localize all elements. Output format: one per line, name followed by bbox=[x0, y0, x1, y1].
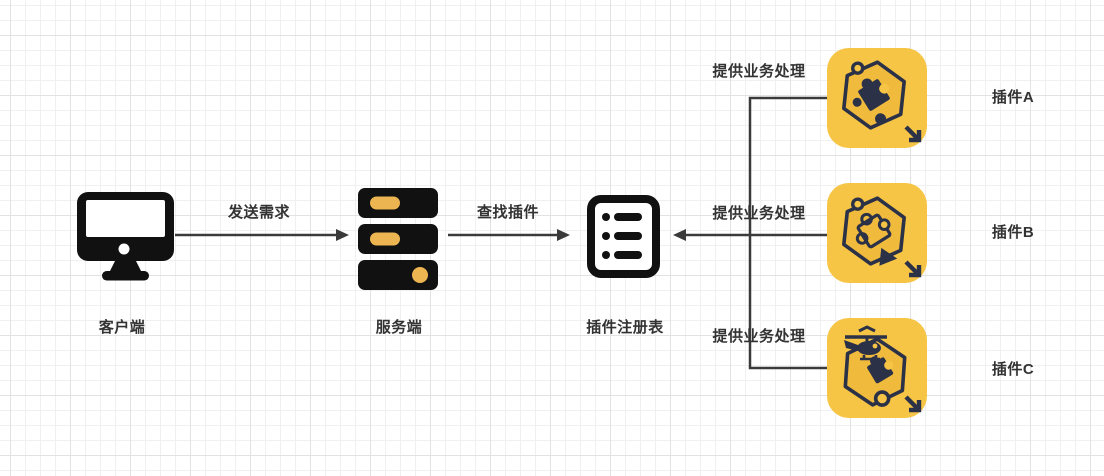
helicopter-puzzle-icon bbox=[843, 325, 922, 413]
server-label: 服务端 bbox=[375, 319, 423, 336]
edge-label-send-request: 发送需求 bbox=[227, 204, 291, 221]
registry-label: 插件注册表 bbox=[586, 319, 664, 336]
edge-label-provide-service-b: 提供业务处理 bbox=[712, 205, 806, 222]
edge-label-find-plugin: 查找插件 bbox=[476, 204, 540, 221]
helicopter-glyph bbox=[844, 325, 887, 361]
plugin-a-node bbox=[827, 48, 927, 148]
client-label: 客户端 bbox=[98, 319, 146, 336]
edge-plugin-branch bbox=[748, 96, 827, 370]
arrowhead-to-server bbox=[336, 229, 349, 241]
edge-label-provide-service-c: 提供业务处理 bbox=[712, 328, 806, 345]
list-registry-icon bbox=[587, 195, 660, 278]
registry-node bbox=[587, 195, 660, 283]
client-node bbox=[77, 192, 174, 287]
server-node bbox=[358, 188, 438, 295]
plugin-a-label: 插件A bbox=[991, 89, 1035, 106]
plugin-b-label: 插件B bbox=[991, 224, 1035, 241]
arrowhead-to-registry bbox=[557, 229, 570, 241]
computer-monitor-icon bbox=[77, 192, 174, 281]
plugin-c-node bbox=[827, 318, 927, 418]
server-stack-icon bbox=[358, 188, 438, 290]
edge-label-provide-service-a: 提供业务处理 bbox=[712, 63, 806, 80]
arrowhead-to-registry-left bbox=[673, 229, 686, 241]
hexagon-puzzle-icon bbox=[842, 60, 922, 143]
hexagon-puzzle-play-icon bbox=[842, 196, 922, 278]
plugin-b-node bbox=[827, 183, 927, 283]
plugin-c-label: 插件C bbox=[991, 361, 1035, 378]
